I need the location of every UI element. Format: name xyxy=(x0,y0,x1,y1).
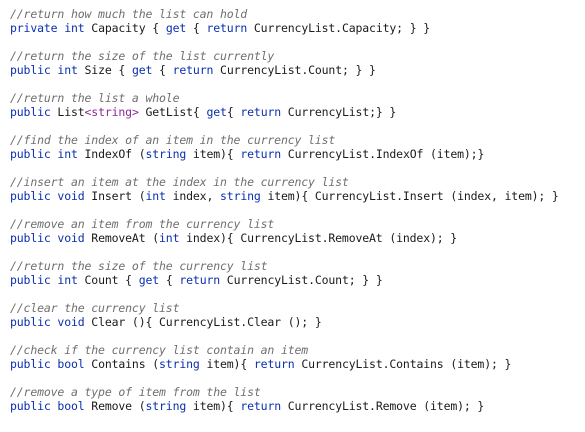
keyword-token: return xyxy=(240,399,281,413)
code-token: CurrencyList.Remove (item); } xyxy=(281,399,485,413)
code-statement-line: private int Capacity { get { return Curr… xyxy=(10,21,585,35)
code-token: index, xyxy=(165,189,221,203)
code-token: Contains ( xyxy=(84,357,160,371)
code-token: Size { xyxy=(77,63,132,77)
code-token: Remove ( xyxy=(84,399,146,413)
code-statement-line: public void Insert (int index, string it… xyxy=(10,189,585,203)
keyword-token: public bool xyxy=(10,357,85,371)
keyword-token: public void xyxy=(10,315,85,329)
keyword-token: string xyxy=(159,357,200,371)
keyword-token: get xyxy=(131,63,153,77)
keyword-token: string xyxy=(145,399,187,413)
code-token: RemoveAt ( xyxy=(84,231,160,245)
keyword-token: get xyxy=(165,21,187,35)
code-token: List xyxy=(50,105,85,119)
code-comment-line: //clear the currency list xyxy=(10,301,180,315)
keyword-token: int xyxy=(159,231,180,245)
keyword-token: public void xyxy=(10,189,85,203)
code-token: CurrencyList.Capacity; } } xyxy=(247,21,431,35)
code-token: CurrencyList.IndexOf (item);} xyxy=(281,147,485,161)
keyword-token: get xyxy=(206,105,227,119)
code-token: CurrencyList.Contains (item); } xyxy=(294,357,512,371)
code-comment-line: //return the size of the list currently xyxy=(10,49,275,63)
code-statement-line: public int Count { get { return Currency… xyxy=(10,273,585,287)
keyword-token: private int xyxy=(10,21,85,35)
code-statement-line: public bool Contains (string item){ retu… xyxy=(10,357,585,371)
keyword-token: return xyxy=(240,147,282,161)
code-token: Count { xyxy=(77,273,139,287)
keyword-token: return xyxy=(240,105,282,119)
code-comment-line: //find the index of an item in the curre… xyxy=(10,133,336,147)
code-comment-line: //remove a type of item from the list xyxy=(10,385,261,399)
keyword-token: int xyxy=(145,189,166,203)
code-token: Capacity { xyxy=(84,21,166,35)
code-token: Insert ( xyxy=(84,189,146,203)
generic-type-token: <string> xyxy=(84,105,139,119)
code-token: CurrencyList;} } xyxy=(281,105,397,119)
keyword-token: public int xyxy=(10,273,78,287)
code-token: item){ xyxy=(186,399,241,413)
code-statement-line: public List<string> GetList{ get{ return… xyxy=(10,105,585,119)
code-statement-line: public int IndexOf (string item){ return… xyxy=(10,147,585,161)
keyword-token: return xyxy=(206,21,248,35)
code-token: CurrencyList.Count; } } xyxy=(213,63,376,77)
keyword-token: public xyxy=(10,105,51,119)
code-token: IndexOf ( xyxy=(77,147,146,161)
keyword-token: return xyxy=(179,273,221,287)
code-token: item){ CurrencyList.Insert (index, item)… xyxy=(260,189,559,203)
code-statement-line: public bool Remove (string item){ return… xyxy=(10,399,585,413)
code-token: item){ xyxy=(199,357,254,371)
code-token: { xyxy=(159,273,180,287)
code-block: //insert an item at the index in the cur… xyxy=(10,175,585,203)
keyword-token: return xyxy=(172,63,214,77)
code-block: //check if the currency list contain an … xyxy=(10,343,585,371)
code-token: Clear (){ CurrencyList.Clear (); } xyxy=(84,315,322,329)
code-block: //find the index of an item in the curre… xyxy=(10,133,585,161)
keyword-token: return xyxy=(253,357,295,371)
code-token: { xyxy=(152,63,173,77)
keyword-token: public int xyxy=(10,147,78,161)
code-comment-line: //check if the currency list contain an … xyxy=(10,343,309,357)
code-token: index){ CurrencyList.RemoveAt (index); } xyxy=(179,231,458,245)
keyword-token: public void xyxy=(10,231,85,245)
code-comment-line: //insert an item at the index in the cur… xyxy=(10,175,349,189)
code-comment-line: //return the list a whole xyxy=(10,91,180,105)
code-token: GetList{ xyxy=(138,105,207,119)
code-comment-line: //remove an item from the currency list xyxy=(10,217,275,231)
code-comment-line: //return how much the list can hold xyxy=(10,7,248,21)
keyword-token: string xyxy=(145,147,187,161)
keyword-token: get xyxy=(138,273,160,287)
code-token: item){ xyxy=(186,147,241,161)
code-statement-line: public int Size { get { return CurrencyL… xyxy=(10,63,585,77)
keyword-token: public bool xyxy=(10,399,85,413)
code-token: CurrencyList.Count; } } xyxy=(220,273,383,287)
code-statement-line: public void RemoveAt (int index){ Curren… xyxy=(10,231,585,245)
keyword-token: public int xyxy=(10,63,78,77)
keyword-token: string xyxy=(220,189,261,203)
code-token: { xyxy=(186,21,207,35)
code-token: { xyxy=(226,105,241,119)
code-comment-line: //return the size of the currency list xyxy=(10,259,268,273)
code-statement-line: public void Clear (){ CurrencyList.Clear… xyxy=(10,315,585,329)
